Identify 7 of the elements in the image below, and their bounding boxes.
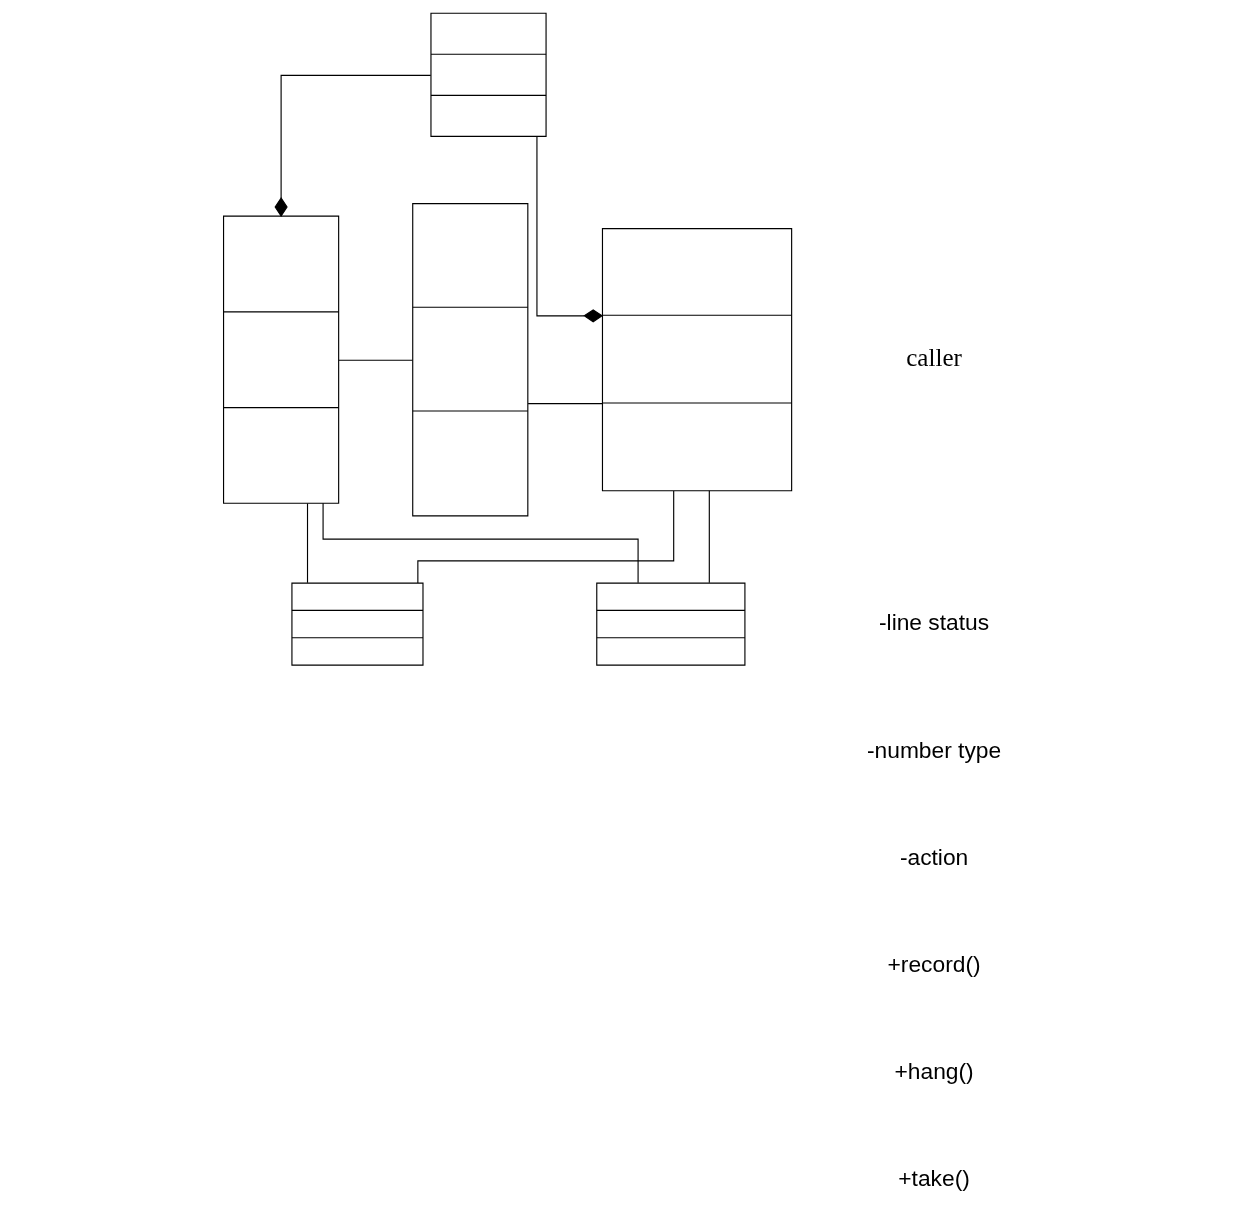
label: -action: [899, 844, 968, 871]
label: caller: [905, 344, 962, 372]
label: +record(): [887, 951, 981, 978]
label: -line status: [878, 608, 989, 635]
label: +hang(): [894, 1058, 974, 1085]
label: -number type: [866, 736, 1001, 763]
label: +take(): [897, 1165, 970, 1192]
